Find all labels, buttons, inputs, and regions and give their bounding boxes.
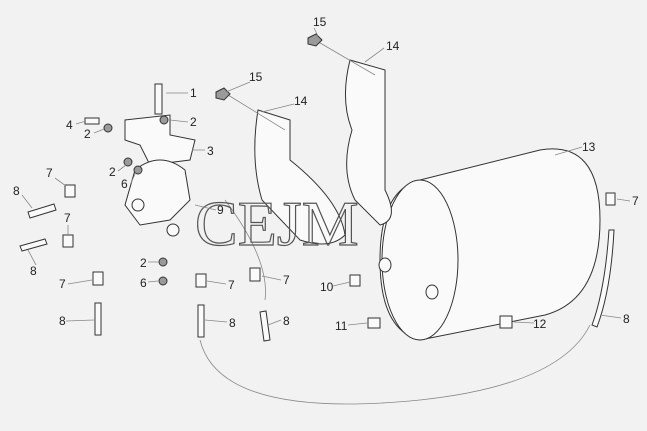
nut-15a: [307, 33, 323, 47]
callout-7: 7: [228, 278, 235, 292]
hose-route: [199, 324, 591, 405]
callout-14: 14: [386, 39, 400, 53]
callout-12: 12: [533, 317, 547, 331]
watermark: CEJM: [195, 188, 359, 259]
callout-11: 11: [335, 319, 348, 333]
callout-13: 13: [582, 140, 596, 154]
callout-7: 7: [283, 273, 290, 287]
callout-1: 1: [190, 86, 197, 100]
callout-7: 7: [46, 166, 53, 180]
callout-15: 15: [249, 70, 263, 84]
callout-4: 4: [66, 118, 73, 132]
nut-6b: [158, 276, 168, 286]
callout-2: 2: [140, 256, 147, 270]
leader-lines: [21, 27, 631, 326]
washer-2a: [103, 123, 113, 133]
nut-15b: [215, 87, 231, 101]
tank-strap-rear[interactable]: [314, 39, 392, 226]
callout-6: 6: [140, 276, 147, 290]
fittings: [19, 184, 616, 342]
callout-8: 8: [13, 184, 20, 198]
callout-2: 2: [109, 165, 116, 179]
callout-10: 10: [320, 280, 334, 294]
callout-8: 8: [59, 314, 66, 328]
callout-8: 8: [30, 264, 37, 278]
tank-strap-front[interactable]: [227, 94, 346, 245]
callout-9: 9: [217, 203, 224, 217]
callout-7: 7: [59, 277, 66, 291]
callout-6: 6: [121, 177, 128, 191]
valve-assembly[interactable]: [84, 83, 196, 237]
callout-7: 7: [632, 194, 639, 208]
callout-15: 15: [313, 15, 327, 29]
callout-8: 8: [623, 312, 630, 326]
callout-2: 2: [190, 115, 197, 129]
callout-3: 3: [207, 144, 214, 158]
washer-2d: [158, 257, 168, 267]
callout-8: 8: [229, 316, 236, 330]
callout-14: 14: [294, 94, 308, 108]
air-tank[interactable]: [378, 148, 601, 341]
callout-7: 7: [64, 211, 71, 225]
callout-2: 2: [84, 127, 91, 141]
washer-2b: [159, 115, 169, 125]
callouts: 15 14 15 14 1 4 2 2 3 2 6 7 8 7 9 8 2 6 …: [13, 15, 639, 333]
callout-8: 8: [283, 314, 290, 328]
washer-2c: [123, 157, 133, 167]
